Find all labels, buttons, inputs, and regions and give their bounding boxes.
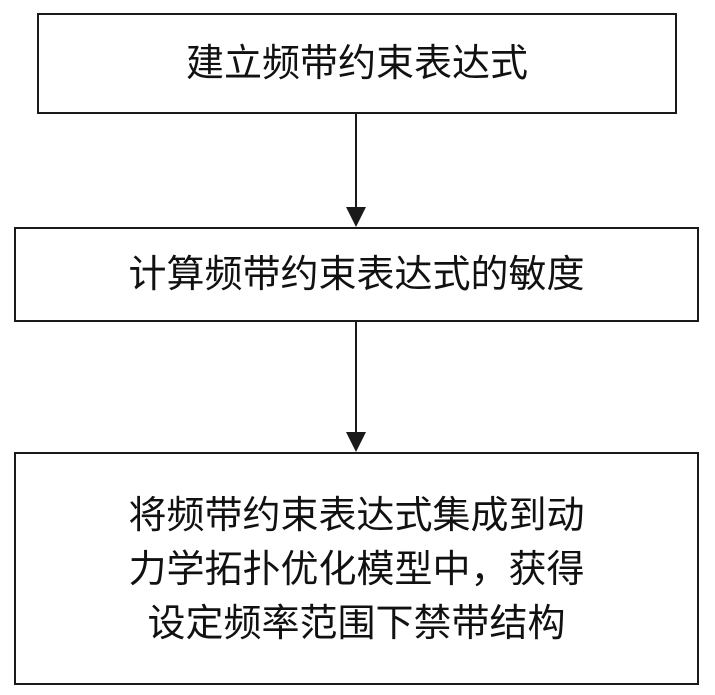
step-3-box: 将频带约束表达式集成到动 力学拓扑优化模型中，获得 设定频率范围下禁带结构 xyxy=(14,452,699,685)
arrow-step2-to-step3 xyxy=(346,322,366,452)
step-2-box: 计算频带约束表达式的敏度 xyxy=(14,227,699,322)
arrow-shaft xyxy=(355,322,357,435)
arrow-down-icon xyxy=(346,432,366,452)
step-3-line-3: 设定频率范围下禁带结构 xyxy=(147,600,566,645)
arrow-step1-to-step2 xyxy=(346,114,366,227)
step-2-label: 计算频带约束表达式的敏度 xyxy=(128,252,585,297)
step-3-line-2: 力学拓扑优化模型中，获得 xyxy=(128,546,585,591)
step-3-text: 将频带约束表达式集成到动 力学拓扑优化模型中，获得 设定频率范围下禁带结构 xyxy=(128,488,584,650)
step-1-label: 建立频带约束表达式 xyxy=(185,41,528,86)
step-1-box: 建立频带约束表达式 xyxy=(37,13,677,114)
step-3-line-1: 将频带约束表达式集成到动 xyxy=(128,492,585,537)
arrow-down-icon xyxy=(346,207,366,227)
arrow-shaft xyxy=(355,114,357,210)
